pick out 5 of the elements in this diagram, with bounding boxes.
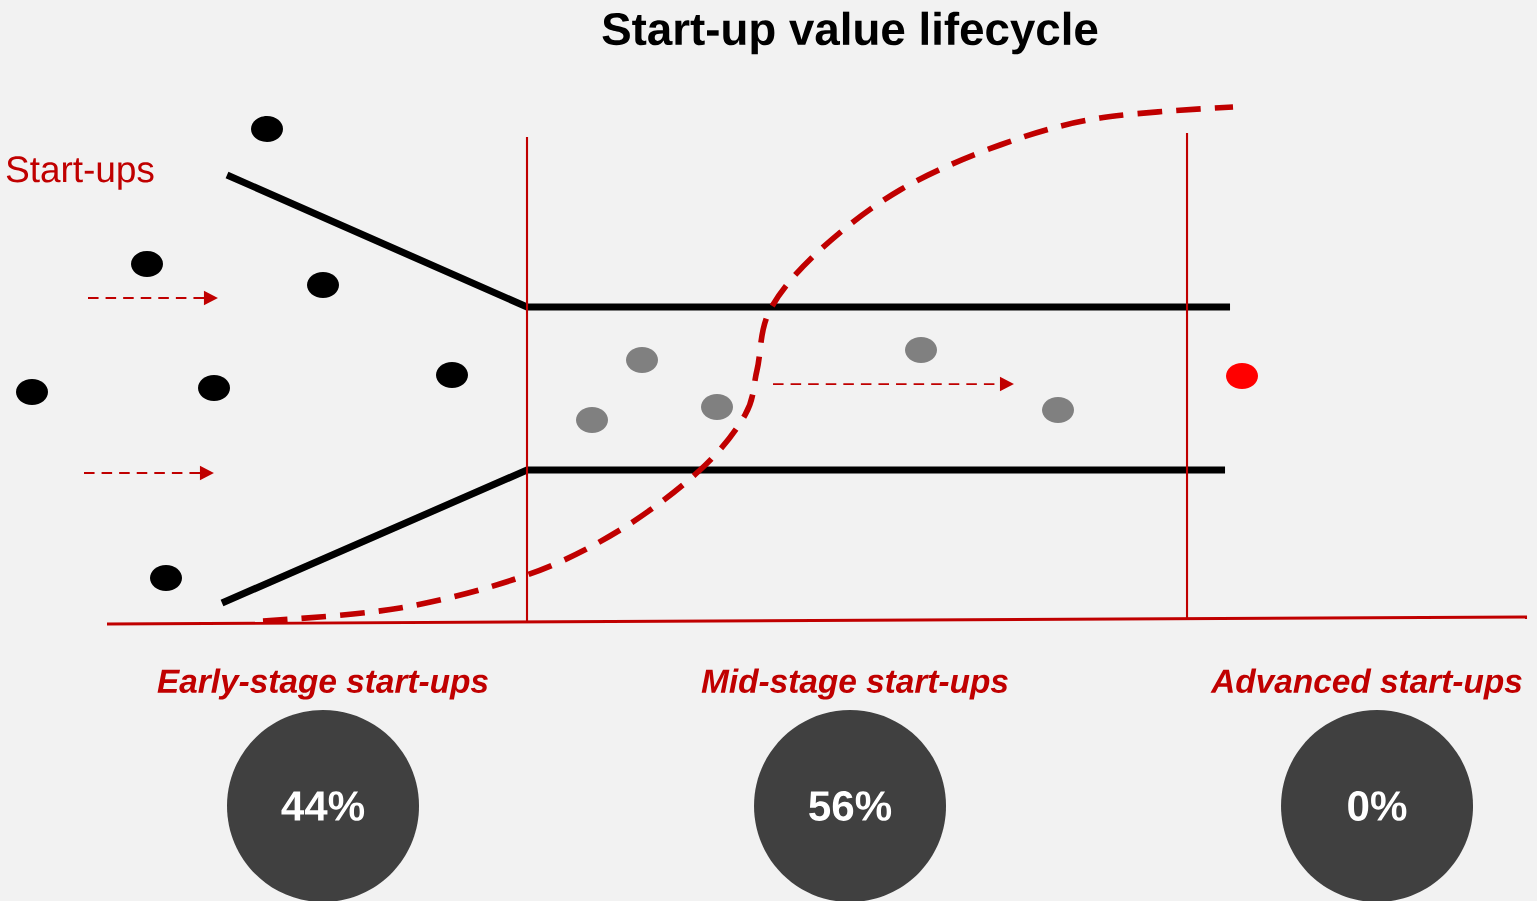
stage-heading: Advanced start-ups	[1210, 668, 1522, 700]
title: Start-up value lifecycle	[602, 11, 1098, 55]
side-label: Start-ups	[6, 156, 154, 190]
stage-heading: Mid-stage start-ups	[701, 668, 1008, 700]
stage-heading: Early-stage start-ups	[157, 668, 488, 700]
